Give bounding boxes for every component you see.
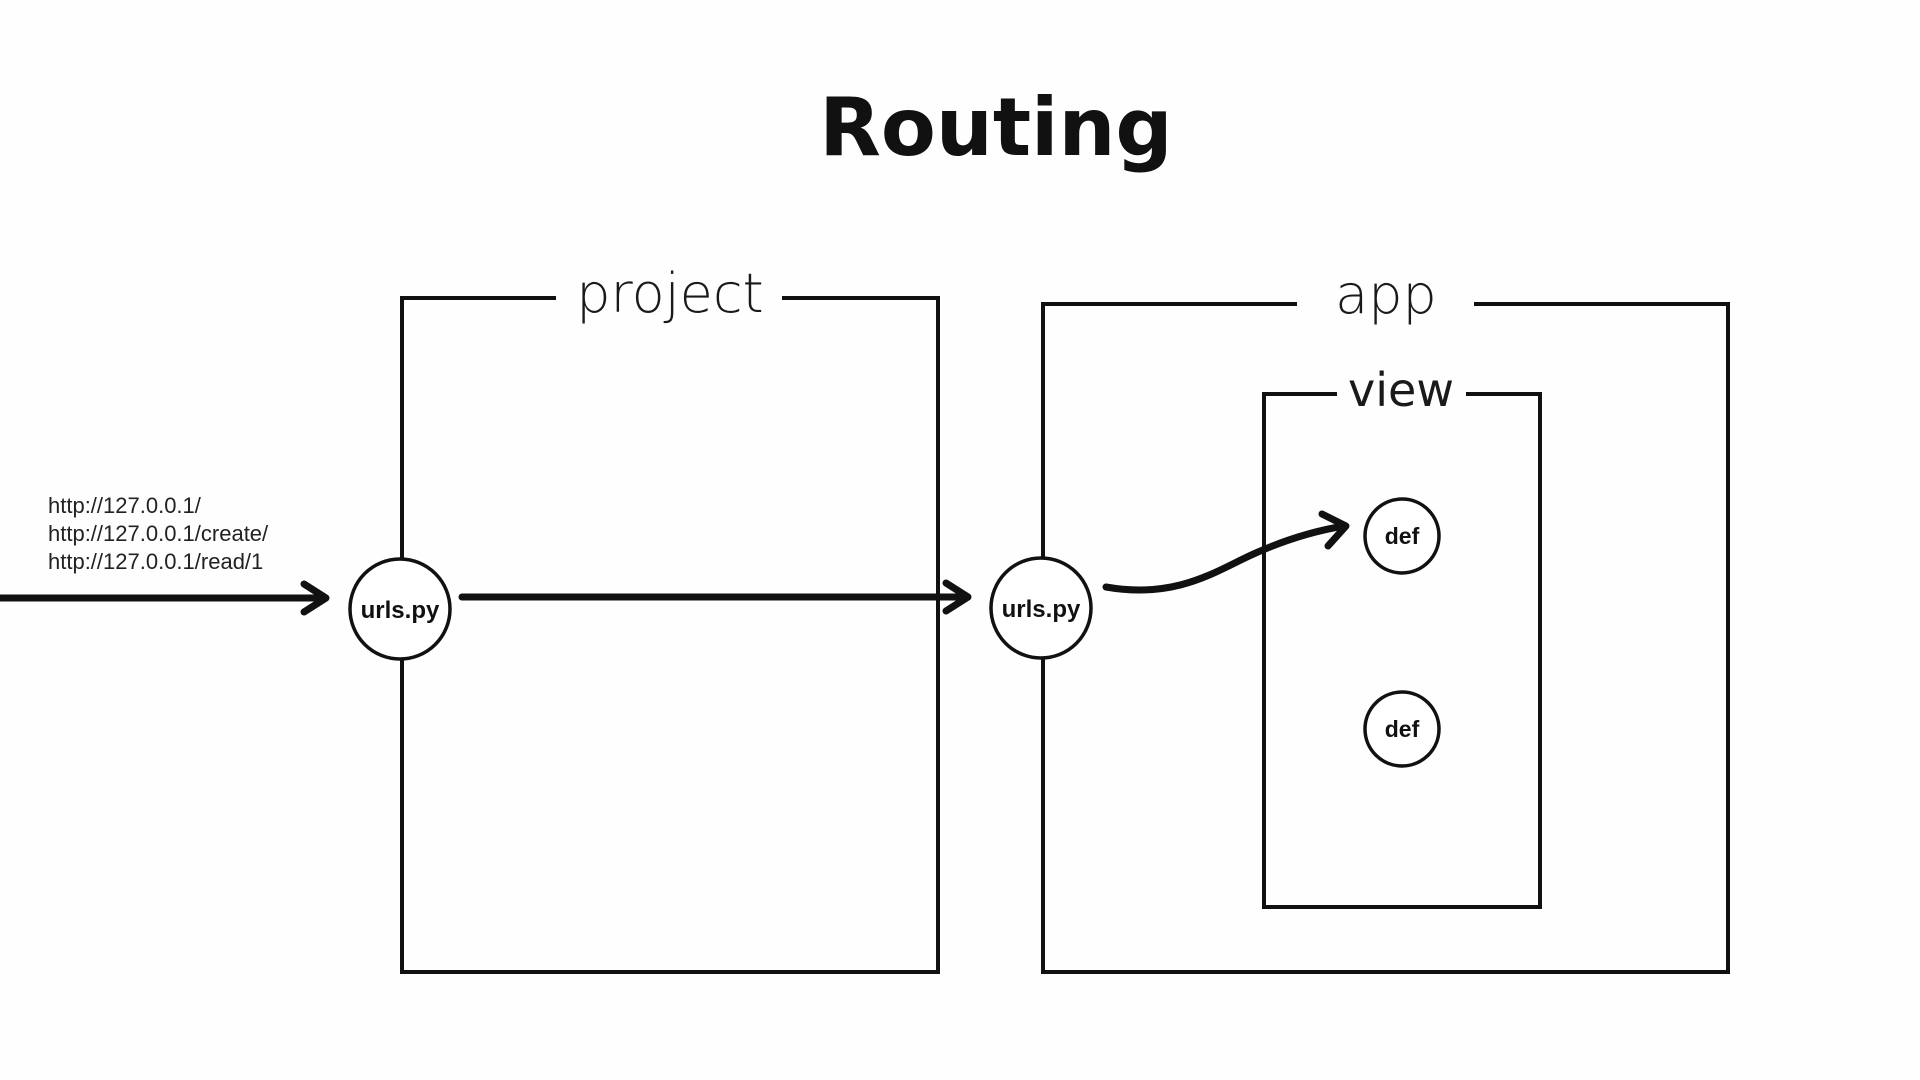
request-url-item: http://127.0.0.1/read/1 xyxy=(48,549,263,574)
def-2-label: def xyxy=(1385,716,1420,742)
def-node-2: def xyxy=(1363,690,1441,768)
def-2-circle xyxy=(1363,690,1441,768)
view-box-label: view xyxy=(1348,363,1454,417)
def-1-circle xyxy=(1363,497,1441,575)
project-box-frame xyxy=(400,296,940,974)
project-box: project xyxy=(400,262,940,974)
request-url-item: http://127.0.0.1/ xyxy=(48,493,202,518)
project-urls-node: urls.py xyxy=(348,557,452,661)
view-box: view xyxy=(1262,363,1542,909)
project-urls-label: urls.py xyxy=(361,597,440,624)
project-urls-circle xyxy=(348,557,452,661)
def-node-1: def xyxy=(1363,497,1441,575)
app-urls-node: urls.py xyxy=(989,556,1093,660)
view-box-frame xyxy=(1262,392,1542,909)
incoming-request-arrow xyxy=(0,580,330,616)
app-urls-circle xyxy=(989,556,1093,660)
request-url-item: http://127.0.0.1/create/ xyxy=(48,521,269,546)
diagram-title: Routing xyxy=(819,81,1172,174)
project-to-app-arrow xyxy=(458,579,972,615)
project-box-label: project xyxy=(576,262,763,325)
app-urls-label: urls.py xyxy=(1002,596,1081,623)
app-box-label: app xyxy=(1335,263,1437,326)
request-url-list: http://127.0.0.1/ http://127.0.0.1/creat… xyxy=(48,493,269,574)
app-box-frame xyxy=(1041,302,1730,974)
app-urls-to-def-arrow xyxy=(1102,510,1350,594)
def-1-label: def xyxy=(1385,523,1420,549)
app-box: app xyxy=(1041,263,1730,974)
